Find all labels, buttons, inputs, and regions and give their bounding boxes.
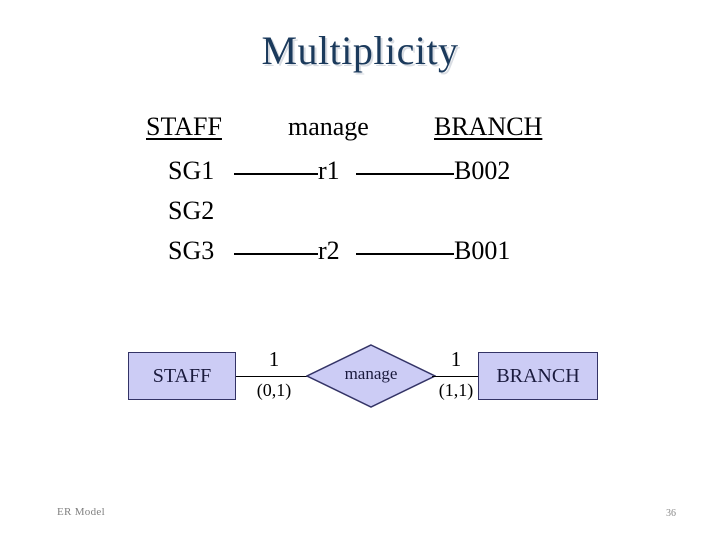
table-row: SG1 r1 B002	[140, 156, 580, 194]
multiplicity-left: 1	[268, 347, 280, 371]
participation-right: (1,1)	[438, 380, 474, 400]
instance-level-table: STAFF manage BRANCH SG1 r1 B002 SG2 SG3 …	[140, 112, 580, 282]
er-line-right	[432, 376, 478, 377]
relationship-label: manage	[344, 364, 398, 383]
table-header-branch: BRANCH	[434, 112, 543, 141]
page-title: Multiplicity	[261, 28, 459, 73]
table-cell-staff: SG2	[168, 196, 215, 225]
table-cell-staff: SG3	[168, 236, 215, 265]
connector-line-right	[356, 253, 454, 255]
er-line-left	[236, 376, 310, 377]
table-header-staff: STAFF	[146, 112, 222, 141]
table-row: SG3 r2 B001	[140, 236, 580, 274]
connector-line-right	[356, 173, 454, 175]
participation-left: (0,1)	[256, 380, 292, 400]
table-row: SG2	[140, 196, 580, 234]
table-cell-relationship: r1	[318, 156, 340, 185]
table-header-row: STAFF manage BRANCH	[140, 112, 580, 146]
slide-page-number: 36	[666, 508, 676, 519]
footer-label: ER Model	[57, 506, 105, 518]
table-cell-branch: B002	[454, 156, 511, 185]
table-cell-branch: B001	[454, 236, 511, 265]
table-cell-relationship: r2	[318, 236, 340, 265]
connector-line-left	[234, 173, 318, 175]
relationship-diamond	[306, 344, 436, 408]
table-header-manage: manage	[288, 112, 369, 141]
connector-line-left	[234, 253, 318, 255]
table-cell-staff: SG1	[168, 156, 215, 185]
multiplicity-right: 1	[450, 347, 462, 371]
entity-box-branch: BRANCH	[478, 352, 598, 400]
er-diagram: STAFF 1 (0,1) manage 1 (1,1) BRANCH	[128, 344, 598, 414]
entity-box-staff: STAFF	[128, 352, 236, 400]
